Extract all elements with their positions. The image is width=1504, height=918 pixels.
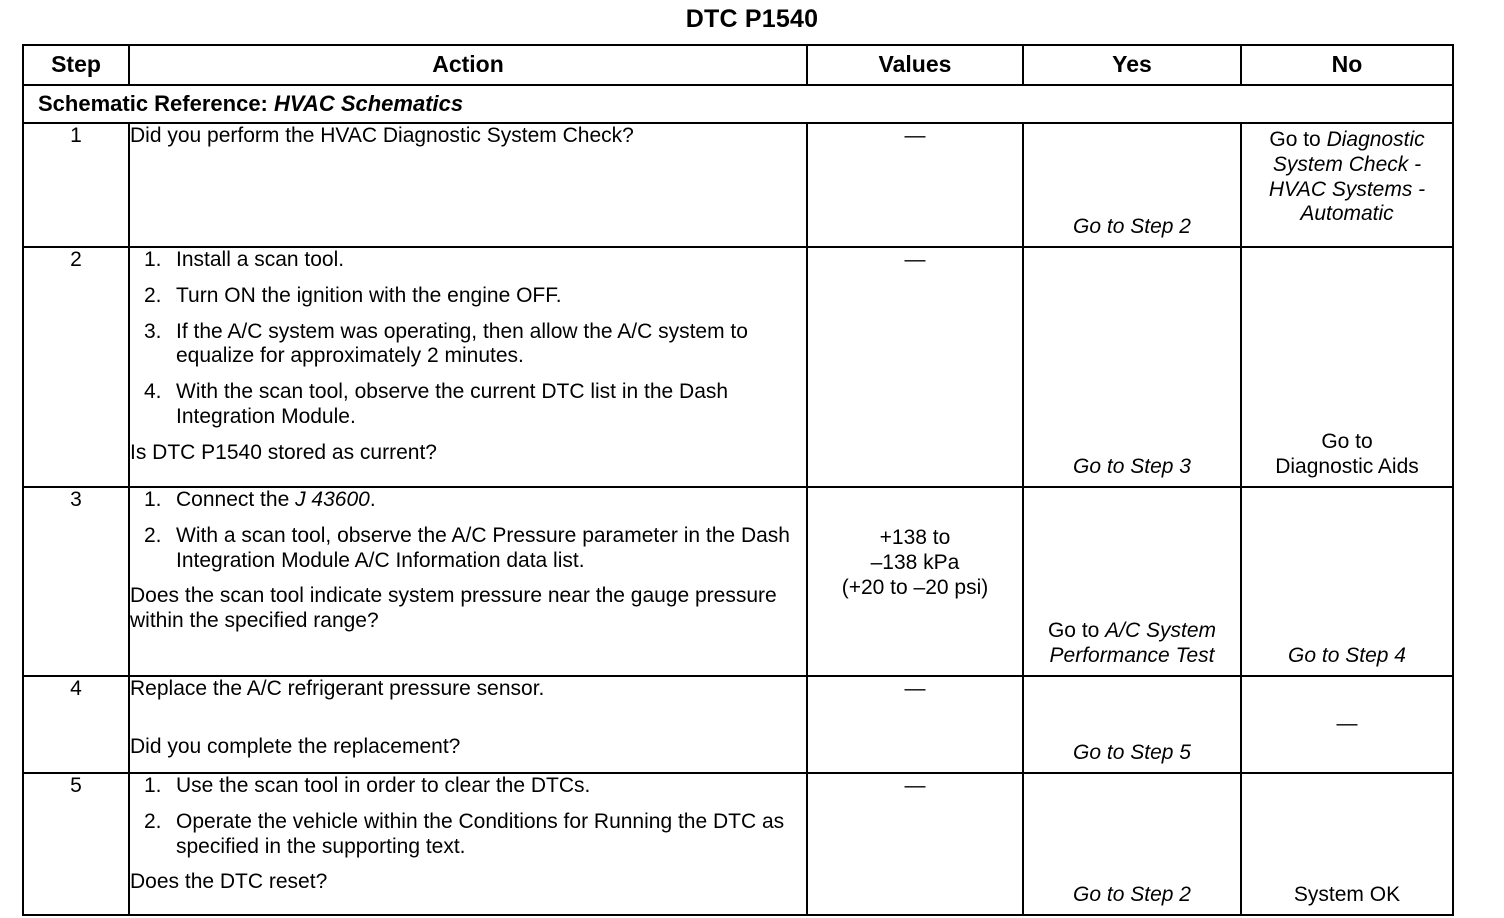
step-number: 3 [22,486,130,677]
table-row: 1 Did you perform the HVAC Diagnostic Sy… [22,122,1454,248]
yes-action-text: Go to Step 5 [1073,741,1191,765]
action-step-list: 1. Connect the J 43600. 2. With a scan too… [130,488,806,573]
action-cell: 1. Connect the J 43600. 2. With a scan too… [128,486,808,677]
no-cell: Go to Diagnostic System Check - HVAC Sys… [1240,122,1454,248]
values-cell: — [806,122,1024,248]
list-item-text: Operate the vehicle within the Condition… [176,809,785,858]
tool-name: J 43600 [295,488,370,511]
list-item-text-tail: . [369,488,376,511]
no-action-text: — [1336,712,1358,736]
list-item-number: 2. [144,809,162,833]
no-action-text: Go to Diagnostic Aids [1275,430,1419,479]
no-action-text: System OK [1293,883,1401,907]
list-item-text: Connect the [176,488,296,511]
list-item: 2. With a scan tool, observe the A/C Pres… [130,524,806,574]
list-item-text: With a scan tool, observe the A/C Pressu… [176,523,790,572]
table-row: 4 Replace the A/C refrigerant pressure s… [22,675,1454,774]
schematic-reference-row: Schematic Reference: HVAC Schematics [22,84,1454,124]
table-row: 3 1. Connect the J 43600. 2. With a scan t… [22,486,1454,677]
diagnostic-table: Step Action Values Yes No Schematic Refe… [22,44,1454,916]
list-item-text: Use the scan tool in order to clear the … [176,774,591,797]
action-question-text: Does the scan tool indicate system press… [130,584,777,633]
values-line: (+20 to –20 psi) [841,575,989,599]
no-prefix-text: Go to [1269,128,1327,151]
list-item-text: If the A/C system was operating, then al… [176,319,748,368]
action-cell: 1. Use the scan tool in order to clear th… [128,772,808,916]
column-header-step: Step [22,44,130,86]
values-cell: +138 to –138 kPa (+20 to –20 psi) [806,486,1024,677]
yes-cell: Go to Step 2 [1022,772,1242,916]
list-item-text: With the scan tool, observe the current … [176,380,729,428]
schematic-reference-cell: Schematic Reference: HVAC Schematics [22,84,1454,124]
no-cell: Go to Diagnostic Aids [1240,246,1454,488]
list-item-text: Install a scan tool. [176,248,345,271]
no-cell: Go to Step 4 [1240,486,1454,677]
yes-prefix-text: Go to [1047,619,1106,643]
page-title: DTC P1540 [685,5,819,33]
action-cell: 1. Install a scan tool. 2. Turn ON the ign… [128,246,808,488]
list-item-number: 2. [144,283,162,307]
list-item-text: Turn ON the ignition with the engine OFF… [176,283,562,307]
no-action-text: Diagnostic System Check - HVAC Systems -… [1268,128,1426,226]
list-item-number: 4. [144,380,162,404]
schematic-reference-label: Schematic Reference: [38,91,268,117]
step-number: 2 [22,246,130,488]
yes-action-text: Go to Step 2 [1073,883,1191,907]
list-item-number: 1. [144,248,162,271]
values-line: +138 to [879,526,951,549]
list-item: 2. Operate the vehicle within the Conditi… [130,810,806,860]
action-question-text: Does the DTC reset? [130,870,328,894]
no-cell: System OK [1240,772,1454,916]
step-number: 1 [22,122,130,248]
list-item: 1. Use the scan tool in order to clear th… [130,774,806,799]
action-step-list: 1. Install a scan tool. 2. Turn ON the ign… [130,248,806,430]
no-cell: — [1240,675,1454,774]
yes-cell: Go to Step 2 [1022,122,1242,248]
list-item-number: 2. [144,523,162,547]
step-number: 5 [22,772,130,916]
table-header-row: Step Action Values Yes No [22,44,1454,86]
step-number: 4 [22,675,130,774]
yes-action-text: Go to Step 2 [1073,215,1191,239]
table-row: 5 1. Use the scan tool in order to clear … [22,772,1454,916]
action-cell: Did you perform the HVAC Diagnostic Syst… [128,122,808,248]
list-item-number: 1. [144,488,162,511]
action-lead-text: Replace the A/C refrigerant pressure sen… [130,677,545,700]
values-line: –138 kPa [870,550,960,574]
action-question-text: Is DTC P1540 stored as current? [130,440,437,464]
action-step-list: 1. Use the scan tool in order to clear th… [130,774,806,859]
action-cell: Replace the A/C refrigerant pressure sen… [128,675,808,774]
list-item: 1. Connect the J 43600. [130,488,806,513]
values-cell: — [806,772,1024,916]
list-item-number: 3. [144,319,162,343]
no-action-text: Go to Step 4 [1288,644,1406,668]
schematic-reference-value: HVAC Schematics [274,91,464,117]
action-question-text: Did you complete the replacement? [130,734,461,758]
column-header-action: Action [128,44,808,86]
list-item: 3. If the A/C system was operating, then … [130,320,806,370]
column-header-values: Values [806,44,1024,86]
action-lead-text: Did you perform the HVAC Diagnostic Syst… [130,124,634,147]
list-item: 1. Install a scan tool. [130,248,806,273]
values-cell: — [806,246,1024,488]
list-item-number: 1. [144,774,162,797]
values-cell: — [806,675,1024,774]
yes-cell: Go to Step 3 [1022,246,1242,488]
yes-action-text: A/C System Performance Test [1049,619,1217,668]
column-header-yes: Yes [1022,44,1242,86]
list-item: 4. With the scan tool, observe the curren… [130,380,806,430]
yes-action-text: Go to Step 3 [1073,455,1191,479]
spacer [130,702,806,735]
yes-cell: Go to Step 5 [1022,675,1242,774]
list-item: 2. Turn ON the ignition with the engine O… [130,284,806,309]
column-header-no: No [1240,44,1454,86]
yes-cell: Go to A/C System Performance Test [1022,486,1242,677]
table-row: 2 1. Install a scan tool. 2. Turn ON the i… [22,246,1454,488]
